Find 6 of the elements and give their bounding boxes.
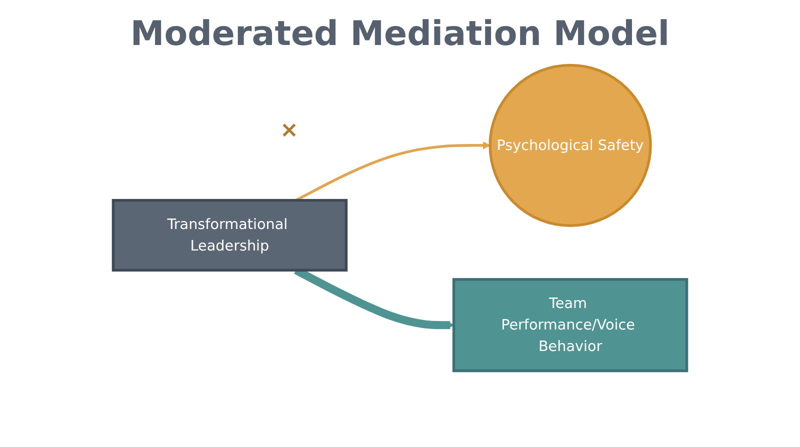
arrow [295, 141, 490, 202]
node-box: Team Performance/Voice Behavior [452, 278, 688, 372]
node-circle: Psychological Safety [488, 64, 652, 227]
moderator-mark: × [280, 118, 298, 143]
diagram-title: Moderated Mediation Model [129, 14, 671, 54]
node-box: Transformational Leadership [112, 198, 348, 272]
